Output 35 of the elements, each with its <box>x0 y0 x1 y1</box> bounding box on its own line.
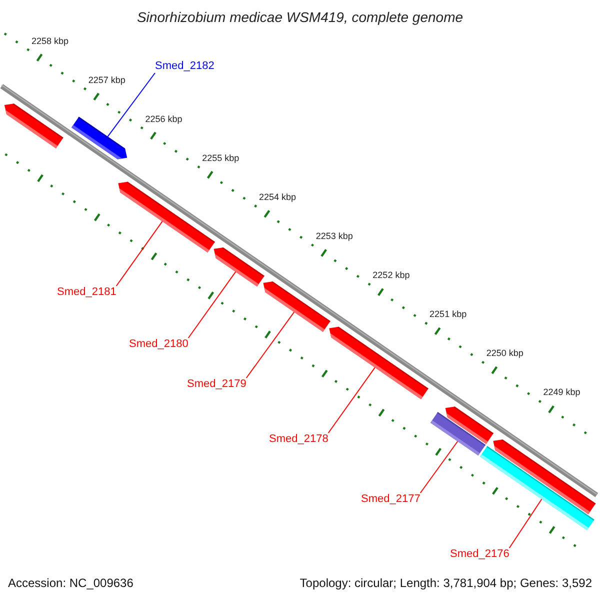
gene-label: Smed_2178 <box>269 433 328 446</box>
leader-line <box>328 367 376 434</box>
footer-text: Accession: NC_009636 <box>8 576 134 590</box>
footer-text: Topology: circular; Length: 3,781,904 bp; Genes: 3,592 <box>300 576 592 590</box>
gene-label: Smed_2177 <box>361 493 420 506</box>
gene-feature <box>118 182 215 253</box>
gene-feature <box>329 326 428 400</box>
scale-label: 2257 kbp <box>88 74 126 86</box>
gene-block <box>480 446 594 530</box>
scale-label: 2255 kbp <box>202 152 240 164</box>
scale-label: 2256 kbp <box>145 114 182 125</box>
leader-line <box>188 271 236 338</box>
diagram-title: Sinorhizobium medicae WSM419, complete genome <box>136 9 464 25</box>
scale-label: 2250 kbp <box>486 348 524 360</box>
scale-label: 2258 kbp <box>31 36 69 47</box>
gene-label: Smed_2179 <box>187 378 246 391</box>
gene-feature <box>214 248 264 287</box>
leader-line <box>107 72 156 138</box>
scale-label: 2252 kbp <box>372 270 410 282</box>
gene-label: Smed_2181 <box>57 286 116 299</box>
gene-block <box>430 412 486 456</box>
leader-line <box>246 312 295 378</box>
gene-label: Smed_2180 <box>129 338 188 351</box>
scale-label: 2249 kbp <box>543 387 580 398</box>
scale-label: 2253 kbp <box>316 230 353 242</box>
gene-label: Smed_2182 <box>155 60 214 73</box>
scale-label: 2251 kbp <box>430 309 467 320</box>
gene-label: Smed_2176 <box>450 548 510 561</box>
leader-line <box>420 440 458 494</box>
gene-feature <box>4 104 64 148</box>
leader-line <box>508 498 542 548</box>
gene-feature <box>72 116 128 160</box>
scale-label: 2254 kbp <box>258 192 296 203</box>
gene-feature <box>263 282 330 332</box>
leader-line <box>116 220 163 286</box>
